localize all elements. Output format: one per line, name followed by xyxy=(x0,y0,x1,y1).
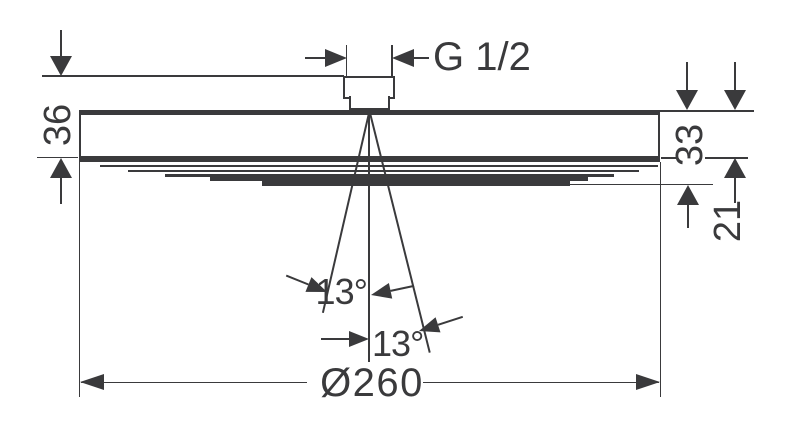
dim-arrow-left-g12 xyxy=(392,49,429,67)
spray-centerline xyxy=(368,113,370,362)
dim-line-33-dash-left xyxy=(661,157,677,159)
arrow-right-icon xyxy=(325,49,347,67)
arrow-up-icon xyxy=(50,158,72,178)
dim-arrow-down-33b xyxy=(724,62,746,110)
arrow-down-icon xyxy=(676,90,698,110)
dim-arrow-down-33a xyxy=(676,62,698,110)
arrow-left-icon xyxy=(392,49,414,67)
arrow-right-icon xyxy=(635,374,660,390)
arrow-left-icon xyxy=(416,317,441,339)
extension-line-g12-right xyxy=(391,45,393,76)
dim-arrow-down-36 xyxy=(50,30,72,76)
extension-line-36-top xyxy=(42,75,344,77)
arrow-up-icon xyxy=(677,184,699,205)
spray-angle-line-right xyxy=(368,112,430,353)
dim-line-dia-right xyxy=(423,381,659,384)
arrow-left-icon xyxy=(79,374,104,390)
shower-body-right-edge xyxy=(657,110,660,162)
angle-label-upper: 13° xyxy=(315,271,368,312)
extension-line-36-bottom xyxy=(37,156,78,158)
dim-line-dia-left xyxy=(81,381,307,384)
angle-label-lower: 13° xyxy=(372,323,424,364)
dimension-label-g12: G 1/2 xyxy=(433,35,531,79)
dim-arrow-up-21 xyxy=(677,184,699,228)
dimension-label-diameter: Ø260 xyxy=(320,360,424,405)
spray-plate-step-3 xyxy=(165,173,614,177)
arrow-down-icon xyxy=(50,56,72,76)
angle-arrow-right-lower xyxy=(416,308,465,339)
arrow-right-icon xyxy=(349,331,369,347)
shower-body-top-edge xyxy=(79,110,660,115)
arrow-down-icon xyxy=(724,90,746,110)
arrow-up-icon xyxy=(724,158,746,178)
spray-plate-step-4 xyxy=(210,177,588,181)
angle-arrow-left-lower xyxy=(321,330,369,348)
dim-arrow-up-33 xyxy=(724,158,746,203)
extension-line-33-top xyxy=(648,110,754,112)
spray-plate-step-1 xyxy=(100,165,658,167)
dim-arrow-up-36 xyxy=(50,158,72,204)
dimension-label-36: 36 xyxy=(37,103,79,147)
spray-plate-step-5 xyxy=(262,181,570,186)
extension-line-dia-left xyxy=(78,157,80,397)
dimension-label-33: 33 xyxy=(669,123,711,167)
shower-connector-collar xyxy=(348,96,390,110)
arrow-left-icon xyxy=(369,283,393,303)
dimension-label-21: 21 xyxy=(707,199,749,243)
extension-line-dia-right xyxy=(659,162,661,397)
shower-body-left-edge xyxy=(78,110,81,157)
dim-arrow-right-g12 xyxy=(305,49,347,67)
extension-line-21-bottom xyxy=(540,183,713,185)
dim-line-33-dash-right xyxy=(705,157,748,159)
angle-arrow-right-upper xyxy=(369,277,416,304)
